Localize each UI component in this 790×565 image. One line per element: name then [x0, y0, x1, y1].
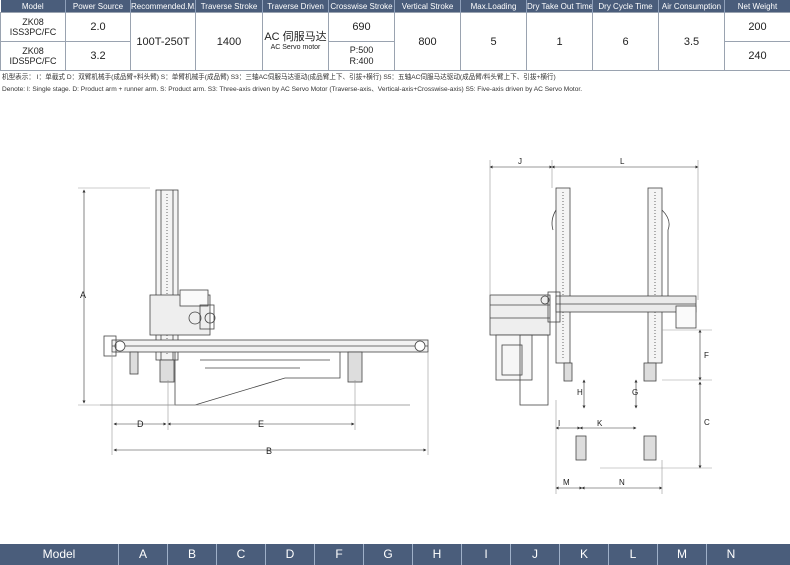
side-view-labels: A B D E — [80, 290, 272, 456]
model-name-line1: ZK08 — [22, 17, 44, 27]
dim-label-d: D — [137, 419, 144, 429]
bottom-header-n: N — [706, 544, 755, 565]
bottom-header-l: L — [608, 544, 657, 565]
vertical-stroke-cell: 800 — [394, 12, 461, 71]
bottom-header-k: K — [559, 544, 608, 565]
model-notes: 机型表示： I：单截式 D：双臂机械手(成品臂+料头臂) S：单臂机械手(成品臂… — [2, 72, 788, 96]
air-consumption-cell: 3.5 — [658, 12, 725, 71]
header-traverse-driven: Traverse Driven — [262, 0, 329, 13]
dim-label-h: H — [577, 388, 583, 397]
front-view — [489, 187, 697, 461]
bottom-header-a: A — [118, 544, 167, 565]
front-view-dimensions — [489, 160, 712, 494]
header-dry-take-out: Dry Take Out Time — [526, 0, 593, 13]
bottom-header-g: G — [363, 544, 412, 565]
technical-drawing: A B D E — [78, 157, 712, 494]
dim-label-l: L — [620, 157, 625, 166]
header-traverse-stroke: Traverse Stroke — [195, 0, 263, 13]
model-name-line2: ISS3PC/FC — [9, 27, 57, 37]
model-cell: ZK08 IDS5PC/FC — [0, 41, 66, 71]
bottom-header-c: C — [216, 544, 265, 565]
crosswise-p: P:500 — [349, 45, 374, 55]
header-net-weight: Net Weight — [724, 0, 790, 13]
traverse-driven-en: AC Servo motor — [270, 44, 321, 51]
notes-chinese: 机型表示： I：单截式 D：双臂机械手(成品臂+料头臂) S：单臂机械手(成品臂… — [2, 74, 556, 81]
model-name-line2: IDS5PC/FC — [9, 56, 57, 66]
dry-take-out-cell: 1 — [526, 12, 593, 71]
notes-english: Denote: I: Single stage. D: Product arm … — [2, 86, 583, 93]
bottom-header-f: F — [314, 544, 363, 565]
bottom-header-d: D — [265, 544, 314, 565]
side-view-dimensions — [78, 187, 429, 455]
net-weight-cell: 240 — [724, 41, 790, 71]
dim-label-m: M — [563, 478, 570, 487]
front-view-labels: J L F C H G I K M N — [518, 157, 710, 487]
bottom-header-m: M — [657, 544, 706, 565]
header-recommended: Recommended.M.M — [130, 0, 196, 13]
side-view — [100, 189, 429, 406]
power-source-cell: 3.2 — [65, 41, 131, 71]
spec-table: Model Power Source Recommended.M.M Trave… — [0, 0, 790, 71]
table-row: ZK08 ISS3PC/FC 2.0 100T-250T 1400 AC 伺服马… — [0, 12, 790, 71]
dim-label-g: G — [632, 388, 638, 397]
crosswise-stroke-cell: P:500 R:400 — [328, 41, 395, 71]
recommended-cell: 100T-250T — [130, 12, 196, 71]
header-dry-cycle: Dry Cycle Time — [592, 0, 659, 13]
bottom-header-h: H — [412, 544, 461, 565]
net-weight-cell: 200 — [724, 12, 790, 42]
dim-label-k: K — [597, 419, 603, 428]
header-crosswise-stroke: Crosswise Stroke — [328, 0, 395, 13]
traverse-stroke-cell: 1400 — [195, 12, 263, 71]
crosswise-r: R:400 — [349, 56, 374, 66]
bottom-header-j: J — [510, 544, 559, 565]
crosswise-stroke-cell: 690 — [328, 12, 395, 42]
header-max-loading: Max.Loading — [460, 0, 527, 13]
model-cell: ZK08 ISS3PC/FC — [0, 12, 66, 42]
header-vertical-stroke: Vertical Stroke — [394, 0, 461, 13]
table-row: ZK08 IDS5PC/FC 3.2 P:500 R:400 240 — [0, 41, 790, 71]
header-model: Model — [0, 0, 66, 13]
dim-label-j: J — [518, 157, 522, 166]
dim-label-b: B — [266, 446, 272, 456]
traverse-driven-cn: AC 伺服马达 — [264, 31, 327, 43]
dry-cycle-cell: 6 — [592, 12, 659, 71]
bottom-header-model: Model — [42, 547, 76, 561]
traverse-driven-cell: AC 伺服马达 AC Servo motor — [262, 12, 329, 71]
bottom-header-b: B — [167, 544, 216, 565]
dim-label-i: I — [558, 419, 560, 428]
bottom-header-i: I — [461, 544, 510, 565]
dimension-table-header: Model A B C D F G H I J K L M N — [0, 544, 790, 565]
dim-label-n: N — [619, 478, 625, 487]
model-name-line1: ZK08 — [22, 46, 44, 56]
dim-label-a: A — [80, 290, 86, 300]
dim-label-f: F — [704, 351, 709, 360]
spec-header-row: Model Power Source Recommended.M.M Trave… — [0, 0, 790, 13]
dim-label-c: C — [704, 418, 710, 427]
max-loading-cell: 5 — [460, 12, 527, 71]
header-power-source: Power Source — [65, 0, 131, 13]
header-air-consumption: Air Consumption — [658, 0, 725, 13]
dim-label-e: E — [258, 419, 264, 429]
